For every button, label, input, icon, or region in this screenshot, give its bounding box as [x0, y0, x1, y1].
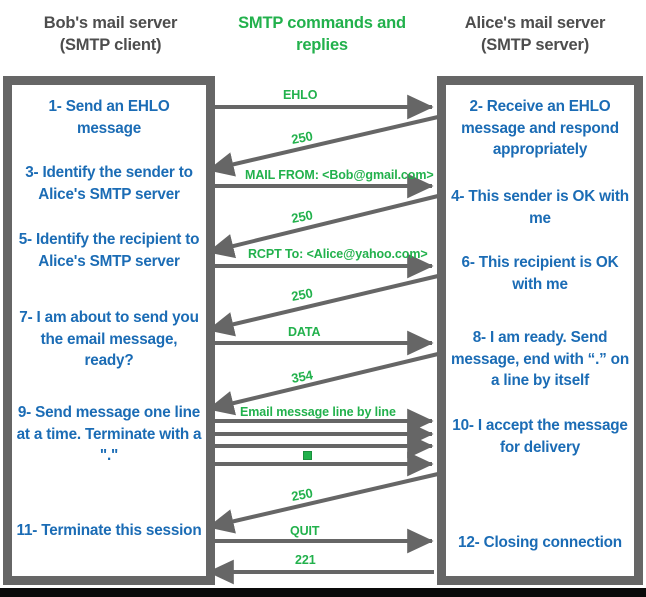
arrow-354: [207, 352, 439, 416]
server-step-8: 8- I am ready. Send message, end with “.…: [451, 329, 629, 389]
client-step-1: 1- Send an EHLO message: [48, 98, 170, 137]
bottom-edge-bar: [0, 588, 646, 597]
label-mail-from: MAIL FROM: <Bob@gmail.com>: [245, 168, 434, 182]
client-column-header: Bob's mail server (SMTP client): [8, 12, 213, 56]
server-step-10: 10- I accept the message for delivery: [452, 417, 628, 456]
arrow-250-a: [207, 115, 439, 177]
server-step-12: 12- Closing connection: [458, 534, 622, 551]
label-rcpt-to: RCPT To: <Alice@yahoo.com>: [248, 247, 428, 261]
server-header-line2: (SMTP server): [480, 36, 590, 54]
client-step-3: 3- Identify the sender to Alice's SMTP s…: [25, 164, 193, 203]
arrow-250-b: [207, 194, 439, 259]
server-column-header: Alice's mail server (SMTP server): [432, 12, 638, 56]
client-step-11: 11- Terminate this session: [16, 522, 202, 539]
client-step-7: 7- I am about to send you the email mess…: [19, 309, 199, 369]
server-step-6: 6- This recipient is OK with me: [461, 254, 619, 293]
arrow-250-d: [207, 472, 439, 534]
label-ehlo: EHLO: [283, 88, 318, 102]
server-step-4: 4- This sender is OK with me: [451, 188, 629, 227]
server-panel: 2- Receive an EHLO message and respond a…: [437, 76, 643, 585]
middle-header-line2: replies: [296, 36, 348, 54]
middle-header-line1: SMTP commands and: [238, 14, 406, 32]
label-email-body: Email message line by line: [240, 405, 396, 419]
client-step-5: 5- Identify the recipient to Alice's SMT…: [18, 231, 200, 270]
client-header-line2: (SMTP client): [59, 36, 162, 54]
message-terminator-dot: [303, 451, 312, 460]
label-221: 221: [295, 553, 316, 567]
middle-column-header: SMTP commands and replies: [222, 12, 422, 56]
server-header-line1: Alice's mail server: [464, 14, 606, 32]
client-step-9: 9- Send message one line at a time. Term…: [16, 404, 202, 464]
label-data: DATA: [288, 325, 321, 339]
label-quit: QUIT: [290, 524, 320, 538]
server-step-2: 2- Receive an EHLO message and respond a…: [461, 98, 619, 158]
arrow-250-c: [207, 274, 439, 337]
client-header-line1: Bob's mail server: [43, 14, 178, 32]
